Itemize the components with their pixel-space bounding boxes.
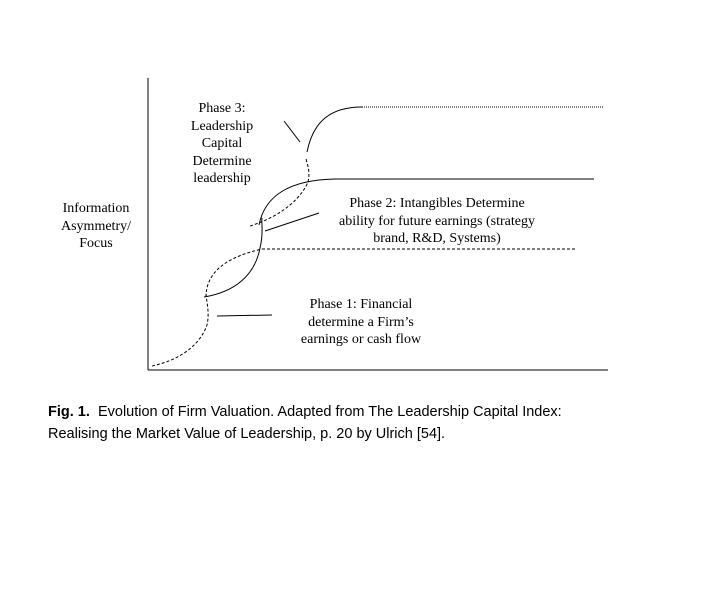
y-axis-label-line: Information	[62, 201, 130, 216]
phase3-label-line: Leadership	[190, 118, 254, 134]
phase2-solid-curve	[258, 178, 336, 226]
phase3-label-line: Determine	[192, 153, 252, 169]
phase2-label: Phase 2: Intangibles Determine ability f…	[322, 195, 552, 248]
phase3-label-line: Capital	[201, 136, 243, 151]
phase3-label-line: Phase 3:	[198, 101, 246, 116]
y-axis-label-line: Focus	[79, 236, 113, 251]
figure-caption: Fig. 1. Evolution of Firm Valuation. Ada…	[48, 401, 668, 445]
caption-text-1: Evolution of Firm Valuation. Adapted fro…	[97, 404, 562, 420]
phase1-label-line: earnings or cash flow	[300, 332, 422, 347]
y-axis-label-line: Asymmetry/	[61, 218, 131, 234]
phase3-solid-curve	[306, 106, 363, 153]
caption-line-2: Realising the Market Value of Leadership…	[48, 426, 446, 442]
phase2-pointer	[264, 212, 320, 232]
figure-number: Fig. 1.	[48, 404, 90, 420]
phase1-dashed-curve	[151, 292, 209, 367]
phase3-label-line: leadership	[193, 171, 251, 186]
phase3-pointer	[283, 120, 301, 143]
phase1-pointer	[216, 314, 273, 317]
phase3-dashed-rise	[249, 157, 310, 227]
phase3-label: Phase 3: Leadership Capital Determine le…	[176, 100, 268, 188]
phase1-label: Phase 1: Financial determine a Firm’s ea…	[286, 296, 436, 349]
phase2-dashed-rise	[205, 248, 263, 298]
phase2-label-line: Phase 2: Intangibles Determine	[349, 196, 525, 211]
phase2-label-line: brand, R&D, Systems)	[373, 231, 501, 246]
caption-line-1: Fig. 1. Evolution of Firm Valuation. Ada…	[48, 401, 668, 423]
phase1-label-line: determine a Firm’s	[308, 314, 414, 330]
phase1-solid-curve	[203, 217, 263, 298]
phase1-label-line: Phase 1: Financial	[309, 297, 413, 312]
y-axis-label: Information Asymmetry/ Focus	[50, 200, 142, 253]
phase2-label-line: ability for future earnings (strategy	[339, 213, 535, 229]
